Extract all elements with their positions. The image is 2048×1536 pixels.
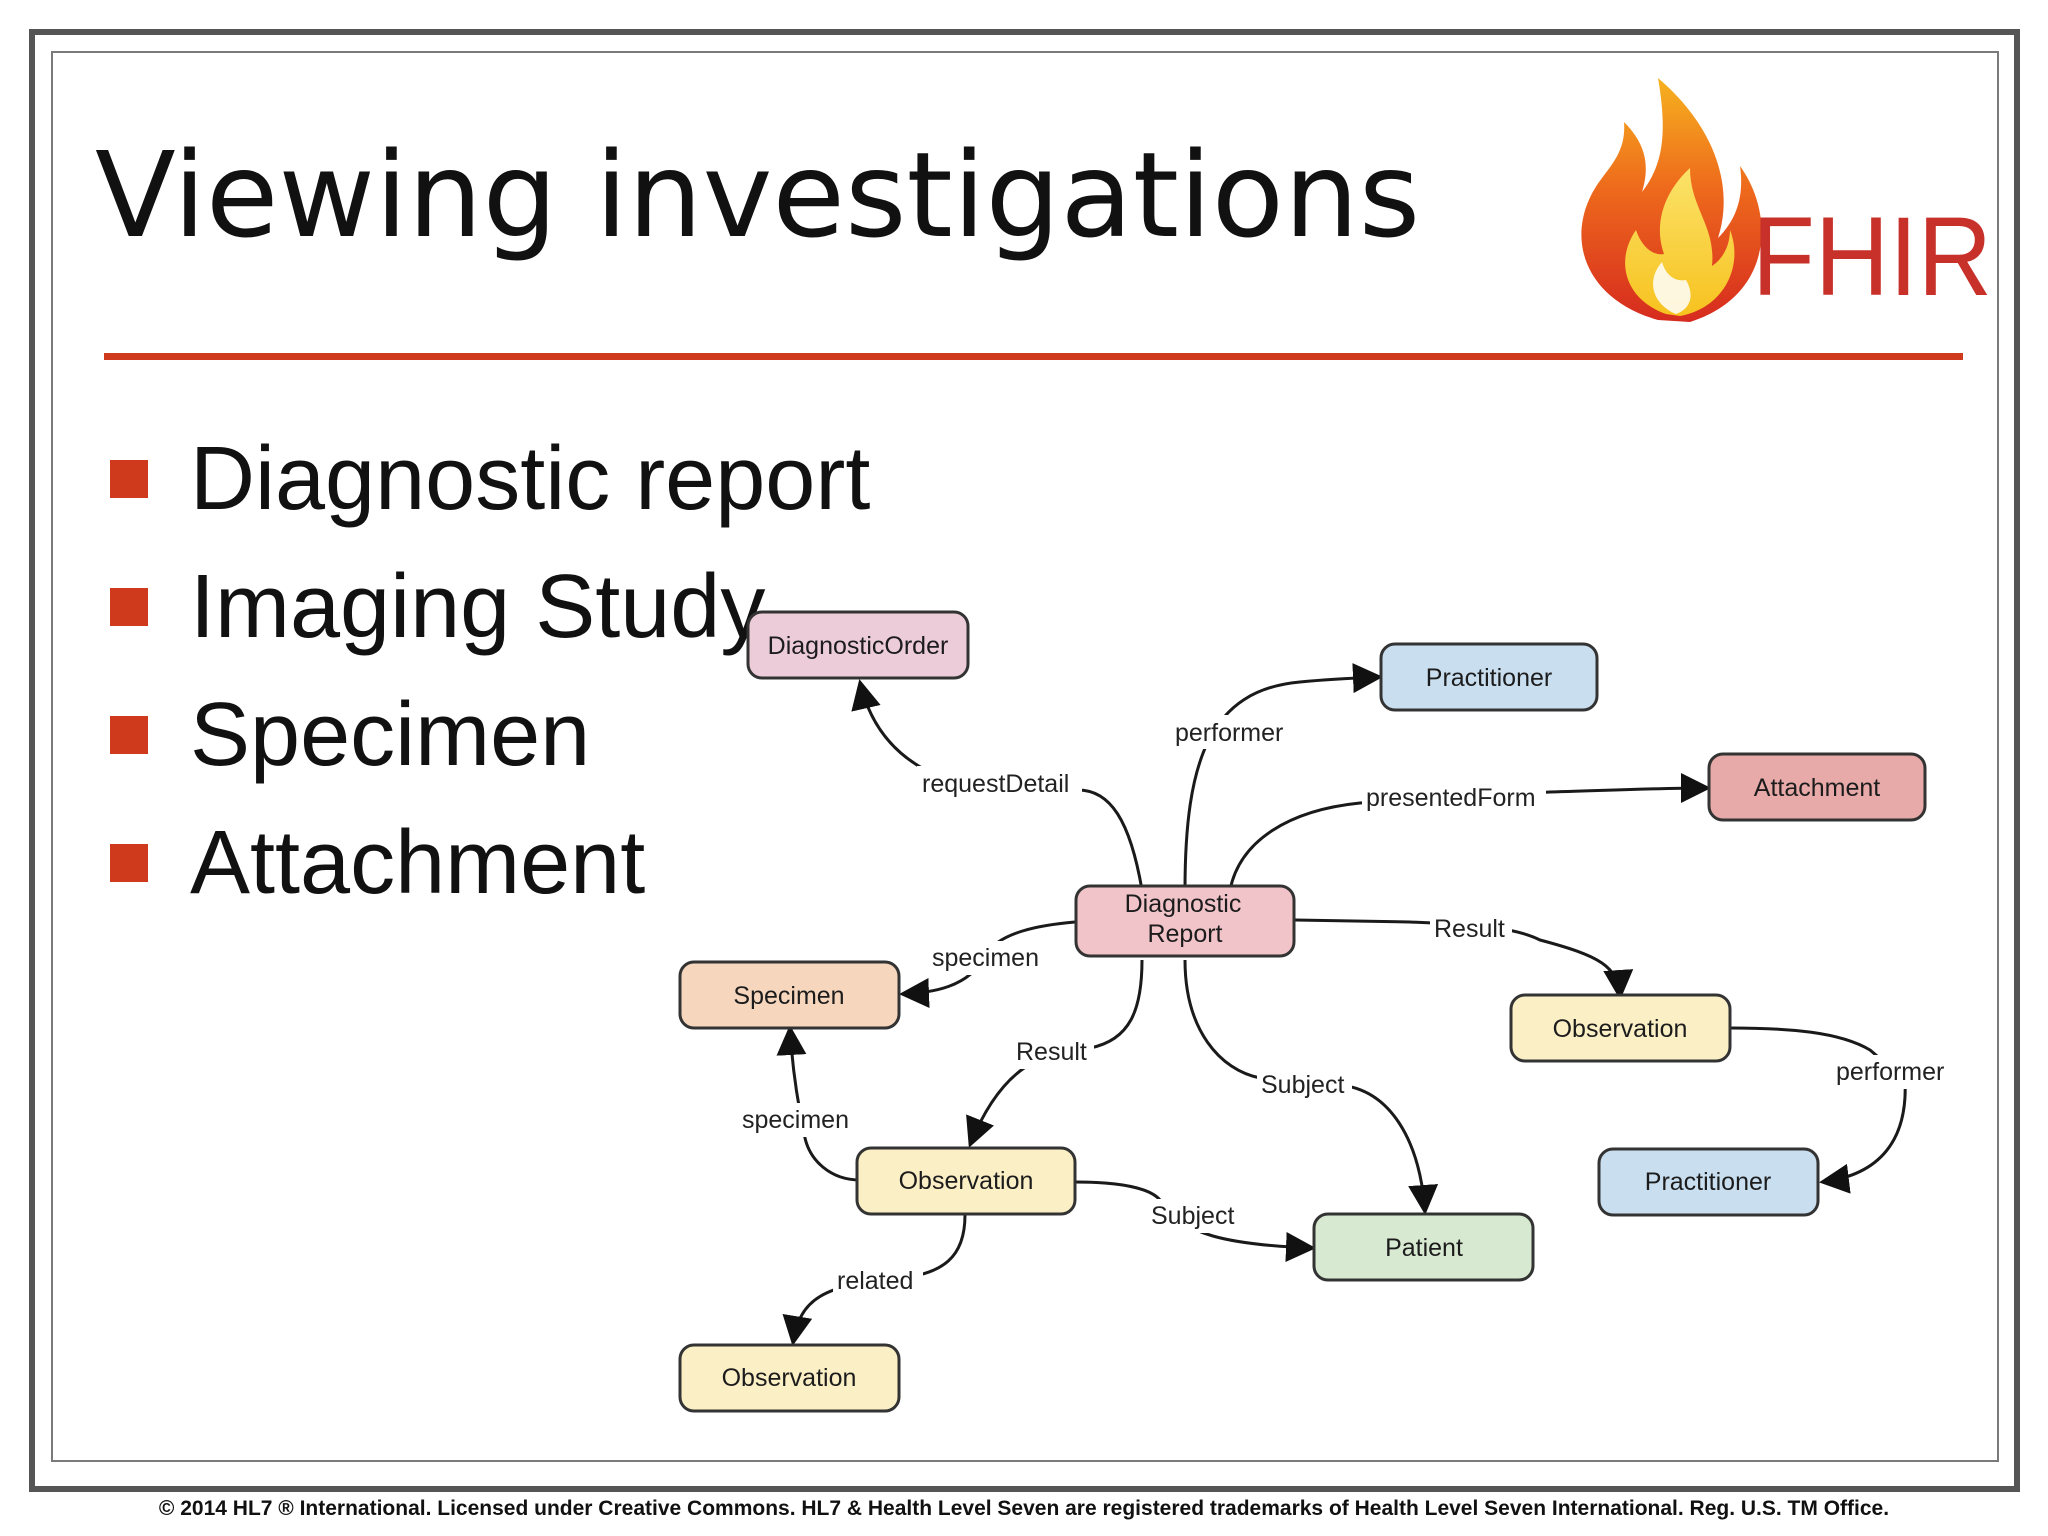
- node-label: Practitioner: [1426, 664, 1552, 692]
- square-bullet-icon: [110, 716, 148, 754]
- bullet-item: Diagnostic report: [110, 415, 870, 543]
- bullet-item: Specimen: [110, 671, 870, 799]
- edge-label-subject-top: Subject: [1261, 1071, 1344, 1099]
- edge-label-performer-top: performer: [1175, 719, 1283, 747]
- node-practitioner-bottom: Practitioner: [1597, 1147, 1820, 1217]
- diagram-nodes: DiagnosticOrder Practitioner Attachment …: [678, 610, 1927, 1413]
- bullet-text: Imaging Study: [190, 556, 766, 657]
- node-observation-left: Observation: [855, 1146, 1077, 1216]
- node-label: DiagnosticOrder: [768, 632, 949, 660]
- node-specimen: Specimen: [678, 960, 901, 1030]
- edge-label-subject-bottom: Subject: [1151, 1202, 1234, 1230]
- edge-label-bg: [928, 941, 1048, 975]
- edge-label-bg: [917, 766, 1082, 800]
- edge-label-bg: [1257, 1068, 1352, 1102]
- square-bullet-icon: [110, 588, 148, 626]
- node-label: Patient: [1385, 1234, 1463, 1262]
- edge-presentedform: [1228, 773, 1711, 891]
- node-patient: Patient: [1312, 1212, 1535, 1282]
- bullet-text: Diagnostic report: [190, 428, 871, 529]
- edge-label-result-left: Result: [1016, 1038, 1087, 1066]
- node-label: Practitioner: [1645, 1168, 1771, 1196]
- fhir-logo: FHIR: [1581, 78, 1992, 322]
- bullet-text: Specimen: [190, 684, 591, 785]
- edge-performer-top: [1183, 663, 1383, 891]
- title-underline: [104, 353, 1963, 360]
- node-label: Observation: [899, 1167, 1034, 1195]
- edge-label-bg: [1832, 1055, 1954, 1089]
- edge-label-bg: [1171, 715, 1294, 749]
- slide-title: Viewing investigations: [95, 126, 1421, 264]
- node-label: Observation: [722, 1364, 857, 1392]
- node-label: Attachment: [1754, 774, 1881, 802]
- edge-label-performer-right: performer: [1836, 1058, 1944, 1086]
- edge-label-bg: [738, 1103, 858, 1137]
- square-bullet-icon: [110, 460, 148, 498]
- bullet-item: Imaging Study: [110, 543, 870, 671]
- node-observation-bottom: Observation: [678, 1343, 901, 1413]
- edge-label-requestdetail: requestDetail: [922, 770, 1069, 798]
- node-label-line2: Report: [1147, 920, 1222, 948]
- node-diagnostic-report: Diagnostic Report: [1074, 884, 1296, 958]
- node-observation-right: Observation: [1509, 993, 1732, 1063]
- edge-label-bg: [1147, 1199, 1242, 1233]
- edge-label-bg: [1430, 912, 1512, 946]
- edge-label-bg: [1012, 1035, 1094, 1069]
- flame-icon: [1581, 78, 1762, 322]
- node-label: Observation: [1553, 1015, 1688, 1043]
- square-bullet-icon: [110, 844, 148, 882]
- edge-labels: requestDetail performer presentedForm Re…: [738, 715, 1954, 1298]
- bullet-text: Attachment: [190, 812, 646, 913]
- edge-label-presentedform: presentedForm: [1366, 784, 1536, 812]
- fhir-logo-text: FHIR: [1752, 194, 1992, 319]
- edge-label-specimen-bottom: specimen: [742, 1106, 849, 1134]
- copyright-footer: © 2014 HL7 ® International. Licensed und…: [158, 1497, 1890, 1520]
- bullet-list: Diagnostic report Imaging Study Specimen…: [110, 415, 870, 927]
- node-label: Specimen: [733, 982, 844, 1010]
- node-practitioner-top: Practitioner: [1379, 642, 1599, 712]
- edge-label-bg: [1362, 781, 1546, 815]
- node-diagnostic-order: DiagnosticOrder: [746, 610, 970, 680]
- edge-label-related: related: [837, 1267, 913, 1295]
- edge-label-bg: [833, 1264, 923, 1298]
- edge-label-specimen-top: specimen: [932, 944, 1039, 972]
- edge-label-result-right: Result: [1434, 915, 1505, 943]
- node-label-line1: Diagnostic: [1125, 890, 1242, 918]
- node-attachment: Attachment: [1707, 752, 1927, 822]
- bullet-item: Attachment: [110, 799, 870, 927]
